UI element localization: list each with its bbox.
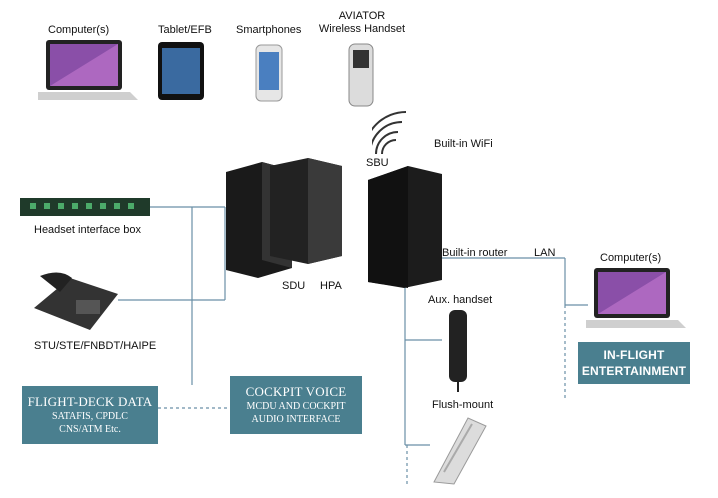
lan-label: LAN	[534, 247, 556, 259]
wifi-icon	[363, 108, 432, 158]
laptop-icon	[34, 38, 138, 100]
hpa-label: HPA	[320, 280, 342, 292]
flight-deck-line2: CNS/ATM Etc.	[59, 424, 121, 435]
secure-phone-icon	[30, 268, 122, 332]
ife-line2: ENTERTAINMENT	[581, 364, 687, 378]
flush-mount-label: Flush-mount	[432, 399, 494, 411]
smartphone-icon	[254, 44, 284, 102]
aviator-label: AVIATOR Wireless Handset	[316, 10, 408, 36]
router-label: Built-in router	[442, 247, 508, 259]
cockpit-voice-line1: MCDU AND COCKPIT	[246, 401, 346, 412]
wifi-label: Built-in WiFi	[434, 138, 493, 150]
smartphones-label: Smartphones	[236, 24, 302, 36]
headset-interface-box-icon	[20, 196, 150, 218]
sbu-unit	[364, 162, 444, 290]
cockpit-voice-line2: AUDIO INTERFACE	[251, 414, 341, 425]
flight-deck-line1: SATAFIS, CPDLC	[52, 411, 128, 422]
in-flight-entertainment-box: IN-FLIGHT ENTERTAINMENT	[578, 342, 690, 384]
sdu-label: SDU	[282, 280, 306, 292]
tablet-label: Tablet/EFB	[158, 24, 212, 36]
computer-right-label: Computer(s)	[600, 252, 662, 264]
wireless-handset-icon	[346, 42, 376, 108]
aux-handset-label: Aux. handset	[428, 294, 493, 306]
flight-deck-title: FLIGHT-DECK DATA	[27, 394, 153, 409]
aviator-label-line2: Wireless Handset	[318, 23, 406, 35]
flush-mount-handset-icon	[428, 412, 492, 486]
computer-top-label: Computer(s)	[48, 24, 110, 36]
cockpit-voice-box: COCKPIT VOICE MCDU AND COCKPIT AUDIO INT…	[230, 376, 362, 434]
aux-handset-icon	[446, 308, 470, 392]
sbu-label: SBU	[366, 157, 389, 169]
ife-line1: IN-FLIGHT	[603, 348, 665, 362]
cockpit-voice-title: COCKPIT VOICE	[245, 384, 347, 399]
flight-deck-data-box: FLIGHT-DECK DATA SATAFIS, CPDLC CNS/ATM …	[22, 386, 158, 444]
stu-label: STU/STE/FNBDT/HAIPE	[34, 340, 157, 352]
hpa-unit	[268, 156, 344, 266]
laptop-right-icon	[582, 266, 686, 330]
headset-box-label: Headset interface box	[34, 224, 142, 236]
aviator-label-line1: AVIATOR	[338, 10, 386, 22]
tablet-icon	[156, 40, 208, 102]
